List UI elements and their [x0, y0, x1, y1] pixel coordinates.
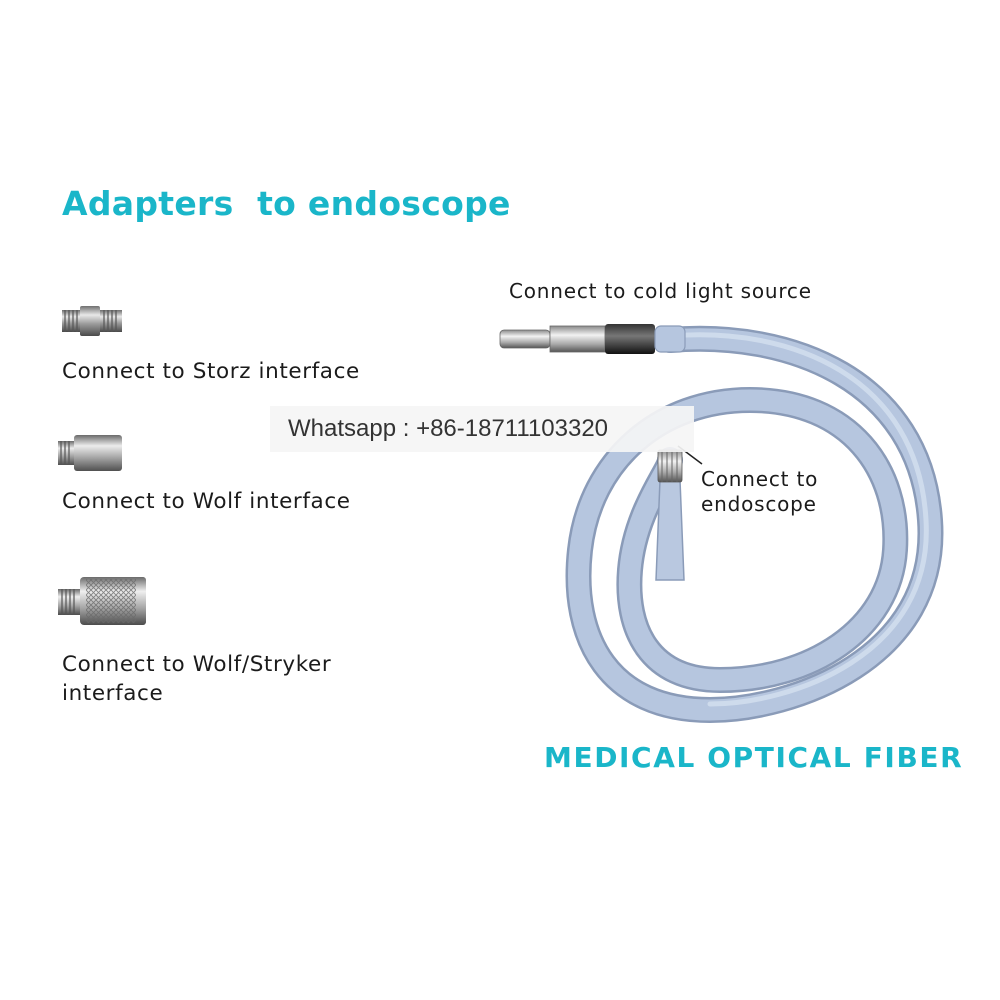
wolf-adapter-icon [56, 433, 126, 473]
storz-adapter-icon [60, 303, 126, 339]
wolf-adapter-label: Connect to Wolf interface [62, 489, 351, 514]
wolf-stryker-adapter-label-line1: Connect to Wolf/Stryker [62, 652, 332, 677]
endoscope-callout-line1: Connect to [701, 467, 819, 491]
wolf-stryker-adapter-icon [56, 575, 150, 627]
whatsapp-watermark: Whatsapp : +86-18711103320 [270, 406, 694, 452]
storz-adapter-label: Connect to Storz interface [62, 359, 360, 384]
endoscope-callout-line2: endoscope [701, 492, 817, 516]
optical-fiber-cable-image [490, 300, 950, 740]
section-title: Adapters to endoscope [62, 184, 511, 223]
wolf-stryker-adapter-label-line2: interface [62, 681, 164, 706]
product-title: MEDICAL OPTICAL FIBER [544, 741, 964, 774]
light-source-callout: Connect to cold light source [509, 279, 812, 303]
